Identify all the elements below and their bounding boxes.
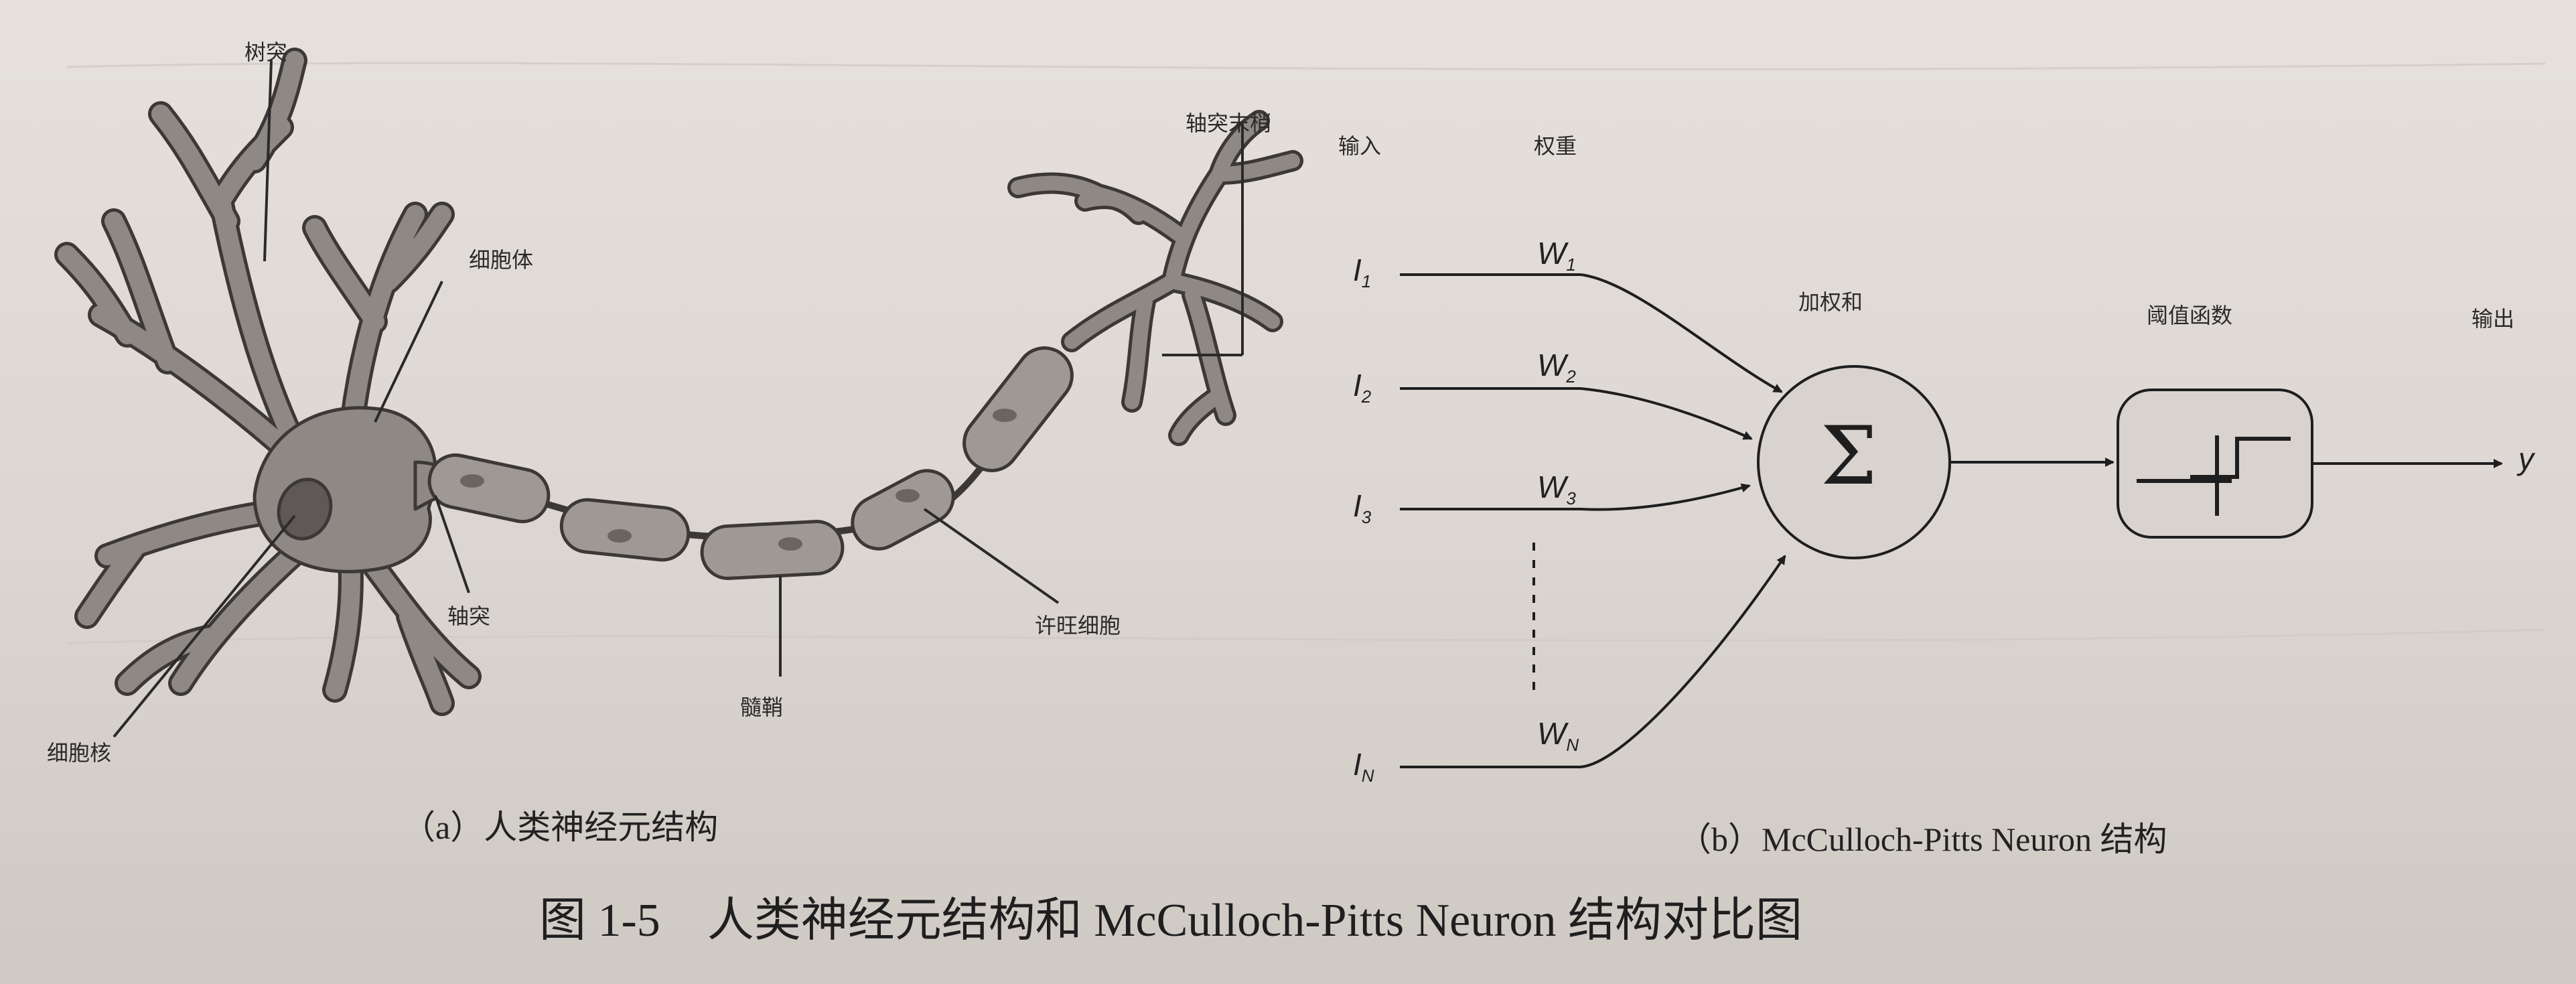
header-input: 输入 <box>1338 133 1382 159</box>
subcaption-b: （b）McCulloch-Pitts Neuron 结构 <box>1678 821 2167 858</box>
label-myelin: 髓鞘 <box>740 695 784 720</box>
header-output: 输出 <box>2472 306 2515 332</box>
dendrites <box>54 48 482 716</box>
sigma-symbol: Σ <box>1820 410 1877 503</box>
weight-wn: WN <box>1537 716 1579 756</box>
weight-w1: W1 <box>1537 236 1576 275</box>
label-axon: 轴突 <box>447 604 491 629</box>
subcaption-a: （a）人类神经元结构 <box>402 809 719 846</box>
label-nucleus: 细胞核 <box>47 740 112 766</box>
nucleus <box>277 478 333 541</box>
arrow-w1 <box>1580 273 1783 393</box>
myelin-sheath <box>427 346 1074 580</box>
header-weight: 权重 <box>1534 133 1577 159</box>
mp-structure <box>1400 273 2503 768</box>
arrow-w3 <box>1580 483 1751 511</box>
schwann-nuclei <box>460 409 1017 551</box>
label-axon-terminal: 轴突末梢 <box>1186 111 1272 136</box>
label-dendrite: 树突 <box>244 40 288 65</box>
label-schwann-cell: 许旺细胞 <box>1035 613 1121 638</box>
label-cell-body: 细胞体 <box>469 247 534 273</box>
input-i3: I3 <box>1353 488 1372 528</box>
axon <box>459 372 1042 541</box>
neuron-illustration <box>54 48 1303 716</box>
input-in: IN <box>1353 747 1374 786</box>
arrow-wn <box>1580 555 1786 768</box>
weight-w3: W3 <box>1537 470 1576 509</box>
output-y: y <box>2518 441 2534 476</box>
step-function-icon <box>2137 435 2291 516</box>
summation-node <box>1757 365 1951 559</box>
paper-texture <box>66 62 2546 644</box>
header-weighted-sum: 加权和 <box>1798 289 1863 315</box>
axon-terminal <box>1007 110 1303 446</box>
figure-caption: 图 1-5 人类神经元结构和 McCulloch-Pitts Neuron 结构… <box>539 895 1803 946</box>
input-i1: I1 <box>1353 253 1372 292</box>
arrow-w2 <box>1580 387 1753 440</box>
input-i2: I2 <box>1353 368 1372 407</box>
weight-w2: W2 <box>1537 348 1576 387</box>
header-threshold: 阈值函数 <box>2147 303 2233 328</box>
neuron-leader-lines <box>113 60 1244 738</box>
